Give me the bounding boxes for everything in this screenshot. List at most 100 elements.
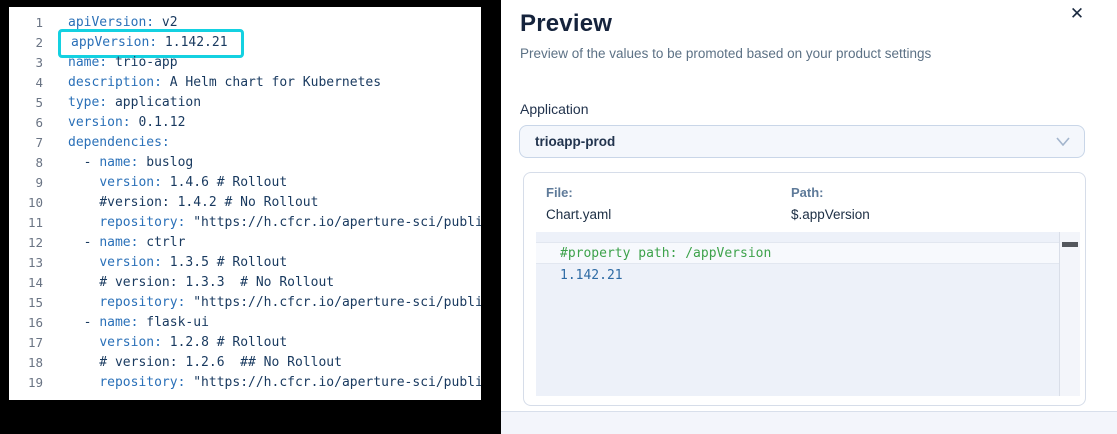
scrollbar-thumb[interactable] [1062,242,1078,247]
yaml-text: ctrlr [138,235,186,250]
editor-line[interactable]: 12 - name: ctrlr [9,233,481,253]
yaml-key: version: [99,255,162,270]
yaml-text: v2 [154,15,178,30]
file-column: File: Chart.yaml [546,185,791,222]
editor-line[interactable]: 16 - name: flask-ui [9,313,481,333]
line-number: 3 [35,55,43,70]
yaml-text: 1.4.6 # Rollout [161,175,288,190]
editor-line[interactable]: 11 repository: "https://h.cfcr.io/apertu… [9,213,481,233]
line-number: 9 [35,175,43,190]
application-label: Application [520,101,589,117]
yaml-text: # version: 1.2.6 ## No Rollout [68,355,342,370]
line-content: repository: "https://h.cfcr.io/aperture-… [43,373,481,393]
yaml-key: version: [99,175,162,190]
line-number: 8 [35,155,43,170]
path-column: Path: $.appVersion [791,185,1036,222]
yaml-key: name: [99,235,139,250]
line-number: 19 [27,375,43,390]
line-number: 15 [27,295,43,310]
scrollbar-track[interactable] [1059,232,1080,396]
drawer-subtitle: Preview of the values to be promoted bas… [520,46,932,61]
yaml-key: description: [68,75,162,90]
line-number: 14 [27,275,43,290]
yaml-text: flask-ui [138,315,209,330]
line-content: type: application [43,93,201,113]
preview-value-line: 1.142.21 [560,268,623,283]
line-content: dependencies: [43,133,170,153]
line-content: - name: buslog [43,153,194,173]
yaml-text: 0.1.12 [130,115,186,130]
yaml-text [68,215,99,230]
line-content: # version: 1.2.6 ## No Rollout [43,353,342,373]
editor-line[interactable]: 18 # version: 1.2.6 ## No Rollout [9,353,481,373]
line-number: 10 [27,195,43,210]
editor-line[interactable]: 13 version: 1.3.5 # Rollout [9,253,481,273]
close-icon[interactable]: ✕ [1065,2,1089,26]
editor-line[interactable]: 8 - name: buslog [9,153,481,173]
editor-line[interactable]: 2 appVersion: 1.142.21 [9,28,481,58]
line-number: 7 [35,135,43,150]
preview-lines-container: #property path: /appVersion 1.142.21 [560,243,1054,287]
yaml-text: "https://h.cfcr.io/aperture-sci/public" [185,375,481,390]
line-number: 6 [35,115,43,130]
line-content: version: 1.2.8 # Rollout [43,333,287,353]
preview-comment-line: #property path: /appVersion [560,246,772,261]
editor-line[interactable]: 7 dependencies: [9,133,481,153]
editor-line[interactable]: 17 version: 1.2.8 # Rollout [9,333,481,353]
line-content: # version: 1.3.3 # No Rollout [43,273,334,293]
line-number: 4 [35,75,43,90]
yaml-text: trio-app [107,55,178,70]
line-number: 2 [35,35,43,50]
editor-line[interactable]: 14 # version: 1.3.3 # No Rollout [9,273,481,293]
yaml-key: version: [68,115,131,130]
file-value: Chart.yaml [546,207,612,222]
application-dropdown[interactable]: trioapp-prod [519,125,1085,158]
preview-drawer: Preview ✕ Preview of the values to be pr… [501,0,1117,434]
line-content: description: A Helm chart for Kubernetes [43,73,381,93]
yaml-key: name: [68,55,108,70]
promoted-value-highlight-box: appVersion: 1.142.21 [58,28,244,58]
yaml-text: application [107,95,202,110]
yaml-text [68,255,99,270]
line-content: - name: ctrlr [43,233,186,253]
yaml-key: type: [68,95,108,110]
code-preview-area[interactable]: #property path: /appVersion 1.142.21 [536,232,1080,396]
active-line-highlight [536,242,1059,264]
yaml-key: appVersion: [71,34,158,50]
yaml-text [68,175,99,190]
line-content: repository: "https://h.cfcr.io/aperture-… [43,213,481,233]
editor-line[interactable]: 19 repository: "https://h.cfcr.io/apertu… [9,373,481,393]
file-label: File: [546,185,573,200]
line-number: 1 [35,15,43,30]
line-number: 13 [27,255,43,270]
line-number: 18 [27,355,43,370]
yaml-key: name: [99,315,139,330]
editor-line[interactable]: 10 #version: 1.4.2 # No Rollout [9,193,481,213]
line-content: name: trio-app [43,53,178,73]
yaml-text: - [68,235,100,250]
yaml-text: #version: 1.4.2 # No Rollout [68,195,319,210]
path-value: $.appVersion [791,207,870,222]
editor-line[interactable]: 9 version: 1.4.6 # Rollout [9,173,481,193]
yaml-key: version: [99,335,162,350]
line-content: repository: "https://h.cfcr.io/aperture-… [43,293,481,313]
yaml-text: # version: 1.3.3 # No Rollout [68,275,335,290]
yaml-key: name: [99,155,139,170]
line-number: 12 [27,235,43,250]
promotion-result-card: File: Chart.yaml Path: $.appVersion #pro… [523,172,1086,406]
editor-line[interactable]: 15 repository: "https://h.cfcr.io/apertu… [9,293,481,313]
yaml-key: dependencies: [68,135,170,150]
line-content: version: 0.1.12 [43,113,185,133]
yaml-text: 1.3.5 # Rollout [161,255,288,270]
yaml-text: - [68,315,100,330]
yaml-text: 1.2.8 # Rollout [161,335,288,350]
yaml-key: repository: [99,295,186,310]
